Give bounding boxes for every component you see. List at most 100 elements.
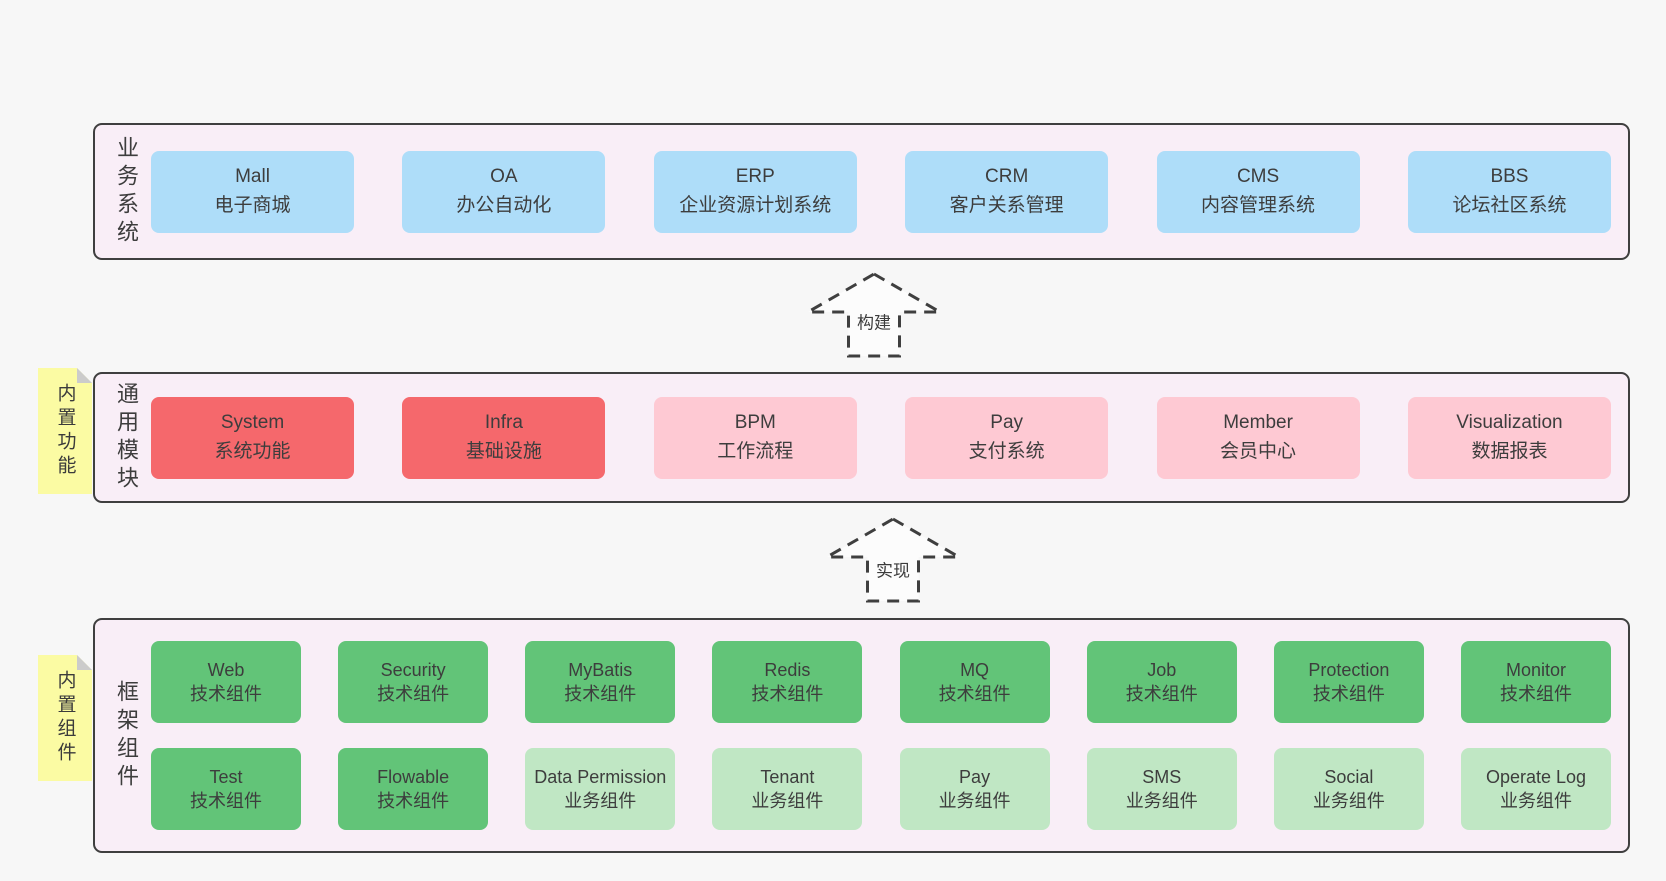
band-business-systems: 业务系统 Mall 电子商城 OA 办公自动化 ERP 企业资源计划系统 CRM… [93, 123, 1630, 260]
box-tenant: Tenant 业务组件 [712, 748, 863, 830]
box-subtitle: 技术组件 [190, 791, 262, 811]
box-title: Monitor [1505, 659, 1566, 680]
box-pay-component: Pay 业务组件 [899, 748, 1050, 830]
box-subtitle: 业务组件 [1499, 791, 1572, 811]
box-title: MyBatis [568, 659, 633, 680]
box-visualization: Visualization 数据报表 [1407, 396, 1611, 479]
box-subtitle: 技术组件 [377, 684, 450, 704]
box-subtitle: 内容管理系统 [1201, 194, 1316, 216]
box-mall: Mall 电子商城 [151, 150, 354, 233]
box-subtitle: 技术组件 [1499, 684, 1572, 704]
box-security: Security 技术组件 [338, 641, 489, 723]
folded-corner-icon [77, 655, 92, 670]
box-title: Visualization [1456, 412, 1563, 433]
box-title: BPM [734, 412, 776, 433]
box-subtitle: 业务组件 [1125, 791, 1198, 811]
box-title: Job [1147, 659, 1177, 680]
box-title: OA [490, 166, 518, 187]
box-subtitle: 论坛社区系统 [1452, 194, 1567, 216]
box-title: Flowable [377, 766, 450, 787]
sticky-text: 内置功能 [54, 383, 76, 479]
box-crm: CRM 客户关系管理 [905, 150, 1109, 233]
box-data-permission: Data Permission 业务组件 [525, 748, 676, 830]
box-operate-log: Operate Log 业务组件 [1460, 748, 1611, 830]
band-common-modules: 通用模块 System 系统功能 Infra 基础设施 BPM 工作流程 Pay… [93, 372, 1630, 503]
box-infra: Infra 基础设施 [402, 396, 606, 479]
box-title: Pay [959, 766, 991, 787]
box-subtitle: 办公自动化 [456, 194, 552, 216]
component-row-2: Test 技术组件 Flowable 技术组件 Data Permission … [151, 748, 1611, 830]
arrow-build: 构建 [808, 272, 940, 358]
box-redis: Redis 技术组件 [712, 641, 863, 723]
box-subtitle: 技术组件 [1125, 684, 1198, 704]
box-subtitle: 电子商城 [214, 194, 291, 216]
box-title: Mall [235, 166, 270, 187]
business-boxes: Mall 电子商城 OA 办公自动化 ERP 企业资源计划系统 CRM 客户关系… [137, 150, 1628, 233]
band-label-components: 框架组件 [114, 679, 139, 792]
box-subtitle: 技术组件 [938, 684, 1011, 704]
box-title: Operate Log [1485, 766, 1587, 787]
box-subtitle: 客户关系管理 [949, 194, 1064, 216]
box-test: Test 技术组件 [151, 748, 301, 830]
box-subtitle: 工作流程 [717, 440, 794, 462]
module-boxes: System 系统功能 Infra 基础设施 BPM 工作流程 Pay 支付系统… [137, 396, 1628, 479]
sticky-text: 内置组件 [54, 670, 76, 766]
box-system: System 系统功能 [151, 396, 354, 479]
box-protection: Protection 技术组件 [1273, 641, 1424, 723]
box-subtitle: 基础设施 [465, 440, 542, 462]
box-title: BBS [1490, 166, 1529, 187]
box-title: Member [1223, 412, 1293, 433]
box-erp: ERP 企业资源计划系统 [653, 150, 857, 233]
box-mq: MQ 技术组件 [899, 641, 1050, 723]
box-title: ERP [735, 166, 775, 187]
box-title: CRM [985, 166, 1029, 187]
component-rows: Web 技术组件 Security 技术组件 MyBatis 技术组件 Redi… [137, 641, 1628, 830]
box-member: Member 会员中心 [1156, 396, 1360, 479]
box-subtitle: 业务组件 [751, 791, 824, 811]
box-subtitle: 技术组件 [190, 684, 262, 704]
box-subtitle: 数据报表 [1471, 440, 1548, 462]
box-subtitle: 技术组件 [564, 684, 637, 704]
box-title: Security [380, 659, 446, 680]
box-monitor: Monitor 技术组件 [1460, 641, 1611, 723]
box-title: Redis [764, 659, 811, 680]
box-title: Infra [484, 412, 523, 433]
band-framework-components: 框架组件 Web 技术组件 Security 技术组件 MyBatis 技术组件… [93, 618, 1630, 853]
box-title: Data Permission [534, 766, 667, 787]
box-subtitle: 会员中心 [1220, 440, 1297, 462]
box-title: Social [1324, 766, 1374, 787]
box-title: Test [209, 766, 243, 787]
box-bbs: BBS 论坛社区系统 [1407, 150, 1611, 233]
band-label-modules: 通用模块 [114, 381, 139, 494]
band-label-business: 业务系统 [114, 135, 139, 248]
box-subtitle: 业务组件 [938, 791, 1011, 811]
box-title: Tenant [760, 766, 815, 787]
box-subtitle: 技术组件 [377, 791, 450, 811]
box-subtitle: 系统功能 [214, 440, 291, 462]
sticky-built-in-components: 内置组件 [38, 655, 92, 781]
box-title: MQ [960, 659, 990, 680]
box-cms: CMS 内容管理系统 [1156, 150, 1360, 233]
box-web: Web 技术组件 [151, 641, 301, 723]
box-mybatis: MyBatis 技术组件 [525, 641, 676, 723]
component-row-1: Web 技术组件 Security 技术组件 MyBatis 技术组件 Redi… [151, 641, 1611, 723]
box-bpm: BPM 工作流程 [653, 396, 857, 479]
box-title: SMS [1142, 766, 1182, 787]
box-title: CMS [1236, 166, 1280, 187]
sticky-built-in-features: 内置功能 [38, 368, 92, 494]
arrow-implement: 实现 [827, 517, 959, 603]
box-subtitle: 技术组件 [1312, 684, 1385, 704]
box-subtitle: 业务组件 [564, 791, 637, 811]
box-title: System [220, 412, 285, 433]
box-title: Web [207, 659, 245, 680]
box-flowable: Flowable 技术组件 [338, 748, 489, 830]
box-oa: OA 办公自动化 [402, 150, 606, 233]
box-subtitle: 企业资源计划系统 [679, 194, 832, 216]
box-title: Pay [990, 412, 1024, 433]
arrow-build-label: 构建 [855, 308, 893, 334]
arrow-implement-label: 实现 [874, 556, 912, 582]
box-subtitle: 技术组件 [751, 684, 824, 704]
box-social: Social 业务组件 [1273, 748, 1424, 830]
box-title: Protection [1308, 659, 1390, 680]
